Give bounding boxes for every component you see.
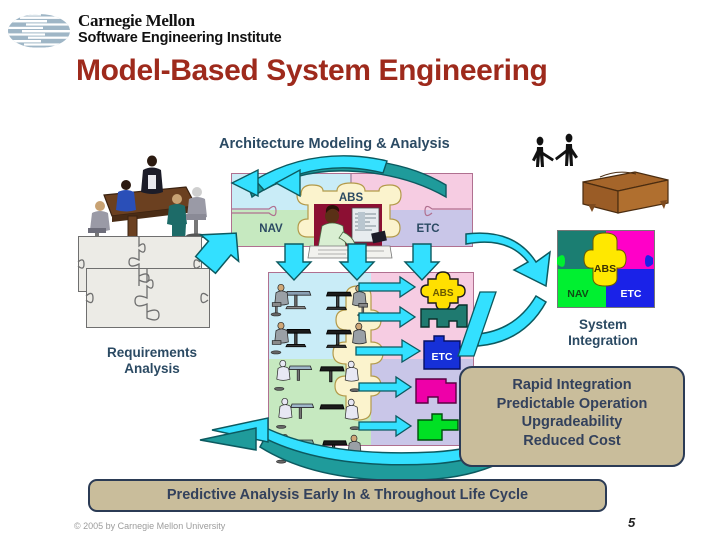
benefit-line-3: Upgradeability [521, 414, 623, 431]
middle-quad-lower-right [371, 359, 473, 445]
lifecycle-banner: Predictive Analysis Early In & Throughou… [88, 479, 607, 512]
benefit-line-1: Rapid Integration [512, 377, 632, 393]
two-people-handshake-icon [532, 133, 669, 214]
requirements-analysis-label: Requirements Analysis [82, 345, 222, 376]
integration-flow-arrow-lower [477, 294, 548, 347]
sys-quad-bottom-right [606, 269, 654, 307]
modeling-analysis-middle-block [268, 272, 474, 446]
benefit-line-2: Predictable Operation [496, 395, 648, 412]
brown-chest-icon [582, 171, 669, 214]
requirements-puzzle-sheet-front [86, 268, 210, 328]
conference-table-meeting-icon [88, 155, 207, 249]
sys-quad-top-right [606, 231, 654, 269]
architecture-top-puzzle-block [231, 173, 473, 247]
copyright-text: © 2005 by Carnegie Mellon University [74, 521, 226, 531]
requirements-label-line1: Requirements [106, 345, 198, 360]
brand-lockup: Carnegie Mellon Software Engineering Ins… [78, 11, 282, 46]
top-puzzle-quad-etc [352, 210, 472, 246]
brand-carnegie-mellon: Carnegie Mellon [78, 11, 195, 30]
system-integration-label: System Integration [548, 317, 658, 348]
page-title: Model-Based System Engineering [76, 54, 548, 87]
middle-quad-upper-left [269, 273, 371, 359]
integration-flow-arrow [465, 232, 551, 288]
requirements-label-line2: Analysis [124, 360, 180, 376]
brand-sei: Software Engineering Institute [78, 29, 282, 46]
system-integration-puzzle-block [557, 230, 655, 308]
middle-quad-upper-right [371, 273, 473, 359]
top-puzzle-quad-upper-left [232, 174, 352, 210]
top-puzzle-quad-upper-right [352, 174, 472, 210]
benefits-callout: Rapid Integration Predictable Operation … [459, 366, 685, 467]
system-integration-line1: System [578, 317, 628, 332]
sei-swoosh-logo-icon [6, 10, 72, 52]
middle-quad-lower-left [269, 359, 371, 445]
sys-quad-top-left [558, 231, 606, 269]
top-puzzle-quad-nav [232, 210, 352, 246]
sys-quad-bottom-left [558, 269, 606, 307]
benefit-line-4: Reduced Cost [523, 432, 621, 449]
architecture-heading: Architecture Modeling & Analysis [219, 136, 450, 152]
system-integration-line2: Integration [568, 332, 638, 348]
page-number: 5 [628, 515, 636, 530]
